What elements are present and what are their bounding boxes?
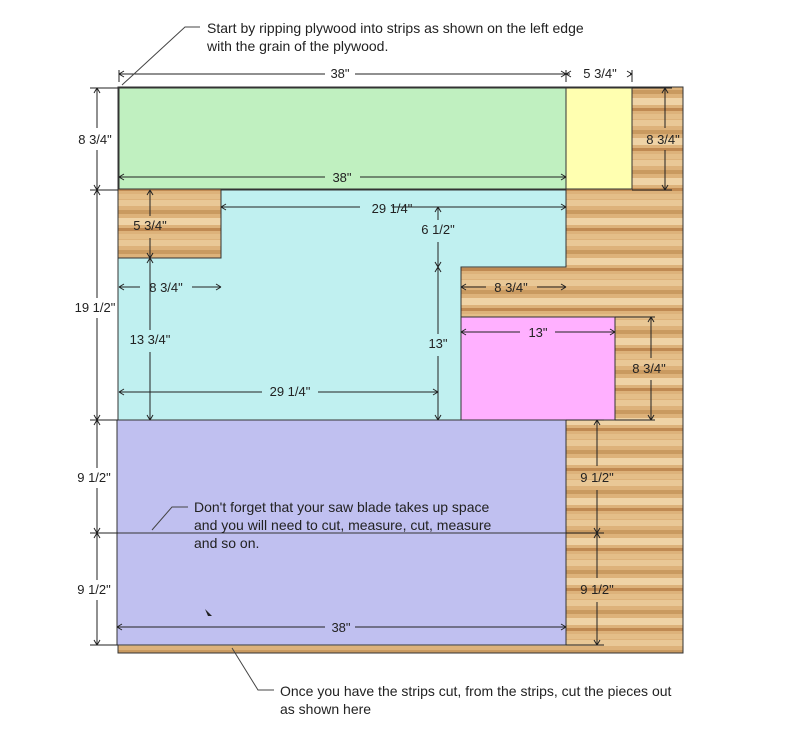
middle-note-leader — [151, 506, 188, 531]
dim-strip4-right: 9 1/2" — [580, 582, 614, 597]
dim-arrow — [220, 203, 227, 211]
dim-pink-height: 8 3/4" — [632, 361, 666, 376]
dim-arrow — [661, 184, 669, 191]
piece-yellow — [565, 87, 633, 190]
bottom-note: Once you have the strips cut, from the s… — [280, 683, 672, 717]
dimension-lines — [90, 70, 672, 646]
dim-arrow — [93, 419, 101, 426]
dim-arrow — [460, 328, 467, 336]
dim-arrow — [609, 328, 616, 336]
dim-cyan-top-width: 29 1/4" — [372, 201, 413, 216]
dim-arrow — [146, 257, 154, 264]
dim-arrow — [146, 414, 154, 421]
dim-top-width: 38" — [330, 66, 349, 81]
dim-arrow — [432, 388, 439, 396]
dim-arrow — [93, 639, 101, 646]
dim-arrow — [647, 414, 655, 421]
piece-green — [118, 87, 567, 190]
dim-strip1-left: 8 3/4" — [78, 132, 112, 147]
dim-arrow — [146, 189, 154, 196]
dim-arrow — [560, 203, 567, 211]
dim-strip3-right: 9 1/2" — [580, 470, 614, 485]
dim-arrow — [434, 414, 442, 421]
dim-arrow — [116, 623, 123, 631]
dim-strip4-left: 9 1/2" — [77, 582, 111, 597]
dim-arrow — [560, 623, 567, 631]
dim-arrow — [146, 252, 154, 259]
dim-arrow — [118, 173, 125, 181]
dim-pink-width: 13" — [528, 325, 547, 340]
dim-arrow — [118, 283, 125, 291]
dim-arrow — [215, 283, 222, 291]
piece-pink — [460, 316, 616, 421]
dim-strip1-right: 8 3/4" — [646, 132, 680, 147]
top-note: Start by ripping plywood into strips as … — [207, 20, 584, 54]
dim-arrow — [460, 283, 467, 291]
dim-arrow — [565, 70, 572, 78]
dim-arrow — [593, 527, 601, 534]
dim-arrow — [434, 261, 442, 268]
dim-cyan-right-height: 13" — [428, 336, 447, 351]
dim-arrow — [118, 70, 125, 78]
dim-strip3-left: 9 1/2" — [77, 470, 111, 485]
top-note-leader — [121, 26, 200, 86]
dim-arrow — [93, 189, 101, 196]
middle-note: Don't forget that your saw blade takes u… — [194, 499, 492, 551]
dim-arrow — [593, 639, 601, 646]
dim-arrow — [93, 527, 101, 534]
dim-cyan-left-height: 13 3/4" — [130, 332, 171, 347]
dim-arrow — [593, 419, 601, 426]
dim-arrow — [593, 532, 601, 539]
dim-bottom-width: 38" — [331, 620, 350, 635]
dim-cyan-notch: 6 1/2" — [421, 222, 455, 237]
dim-arrow — [434, 266, 442, 273]
dim-arrow — [560, 70, 567, 78]
dim-cyan-inner-width: 8 3/4" — [149, 280, 183, 295]
dim-arrow — [93, 184, 101, 191]
dim-strip2-left: 19 1/2" — [75, 300, 116, 315]
dim-arrow — [434, 206, 442, 213]
dim-notch-width: 8 3/4" — [494, 280, 528, 295]
dim-arrow — [626, 70, 633, 78]
bottom-note-leader — [231, 647, 274, 691]
dim-top-right-width: 5 3/4" — [583, 66, 617, 81]
dim-arrow — [93, 532, 101, 539]
dim-green-bottom: 38" — [332, 170, 351, 185]
dim-small-piece-height: 5 3/4" — [133, 218, 167, 233]
dim-arrow — [560, 283, 567, 291]
dim-cyan-bottom-width: 29 1/4" — [270, 384, 311, 399]
dim-arrow — [560, 173, 567, 181]
dim-arrow — [118, 388, 125, 396]
dim-arrow — [661, 87, 669, 94]
dim-arrow — [93, 414, 101, 421]
dim-arrow — [93, 87, 101, 94]
cursor-arrow-icon — [205, 609, 212, 616]
dim-arrow — [647, 316, 655, 323]
